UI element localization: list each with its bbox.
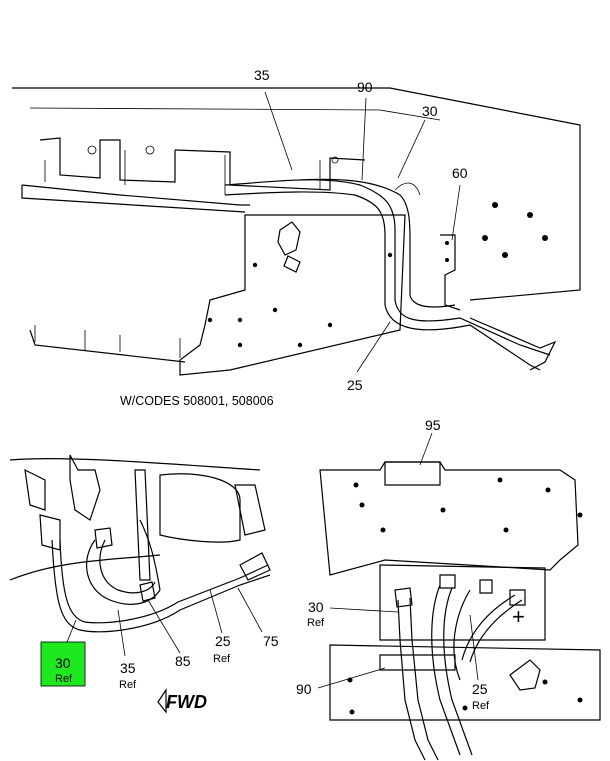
right-callouts: 95 30 Ref 90 25 Ref + bbox=[296, 417, 525, 712]
callout-90-right: 90 bbox=[296, 681, 312, 697]
callout-25-right: 25 bbox=[472, 681, 488, 697]
battery-plus-symbol: + bbox=[512, 604, 525, 629]
callout-60: 60 bbox=[452, 165, 468, 181]
callout-90-top: 90 bbox=[357, 79, 373, 95]
fwd-label: FWD bbox=[166, 692, 207, 712]
left-callouts: 30 Ref 35 Ref 85 25 Ref 75 bbox=[55, 633, 279, 691]
callout-25-top: 25 bbox=[347, 377, 363, 393]
callout-35-left-ref: Ref bbox=[119, 679, 137, 691]
callout-30-left-ref: Ref bbox=[55, 673, 73, 685]
callout-35-top: 35 bbox=[254, 67, 270, 83]
codes-caption: W/CODES 508001, 508006 bbox=[120, 394, 274, 408]
callout-30-left: 30 bbox=[55, 655, 71, 671]
highlight-box bbox=[40, 641, 86, 687]
callout-25-left-ref: Ref bbox=[213, 653, 231, 665]
callout-30-right-ref: Ref bbox=[307, 617, 325, 629]
callout-25-left: 25 bbox=[215, 633, 231, 649]
callout-35-left: 35 bbox=[120, 660, 136, 676]
fwd-arrow: FWD bbox=[157, 688, 207, 714]
callout-25-right-ref: Ref bbox=[472, 700, 490, 712]
callout-85: 85 bbox=[175, 653, 191, 669]
callout-30-right: 30 bbox=[308, 599, 324, 615]
left-detail-view bbox=[9, 454, 271, 657]
top-callouts: 35 90 30 60 25 bbox=[254, 67, 468, 393]
callout-95: 95 bbox=[425, 417, 441, 433]
callout-30-top: 30 bbox=[422, 103, 438, 119]
callout-75: 75 bbox=[263, 633, 279, 649]
right-detail-view bbox=[317, 432, 601, 761]
top-frame-assembly bbox=[12, 87, 581, 376]
